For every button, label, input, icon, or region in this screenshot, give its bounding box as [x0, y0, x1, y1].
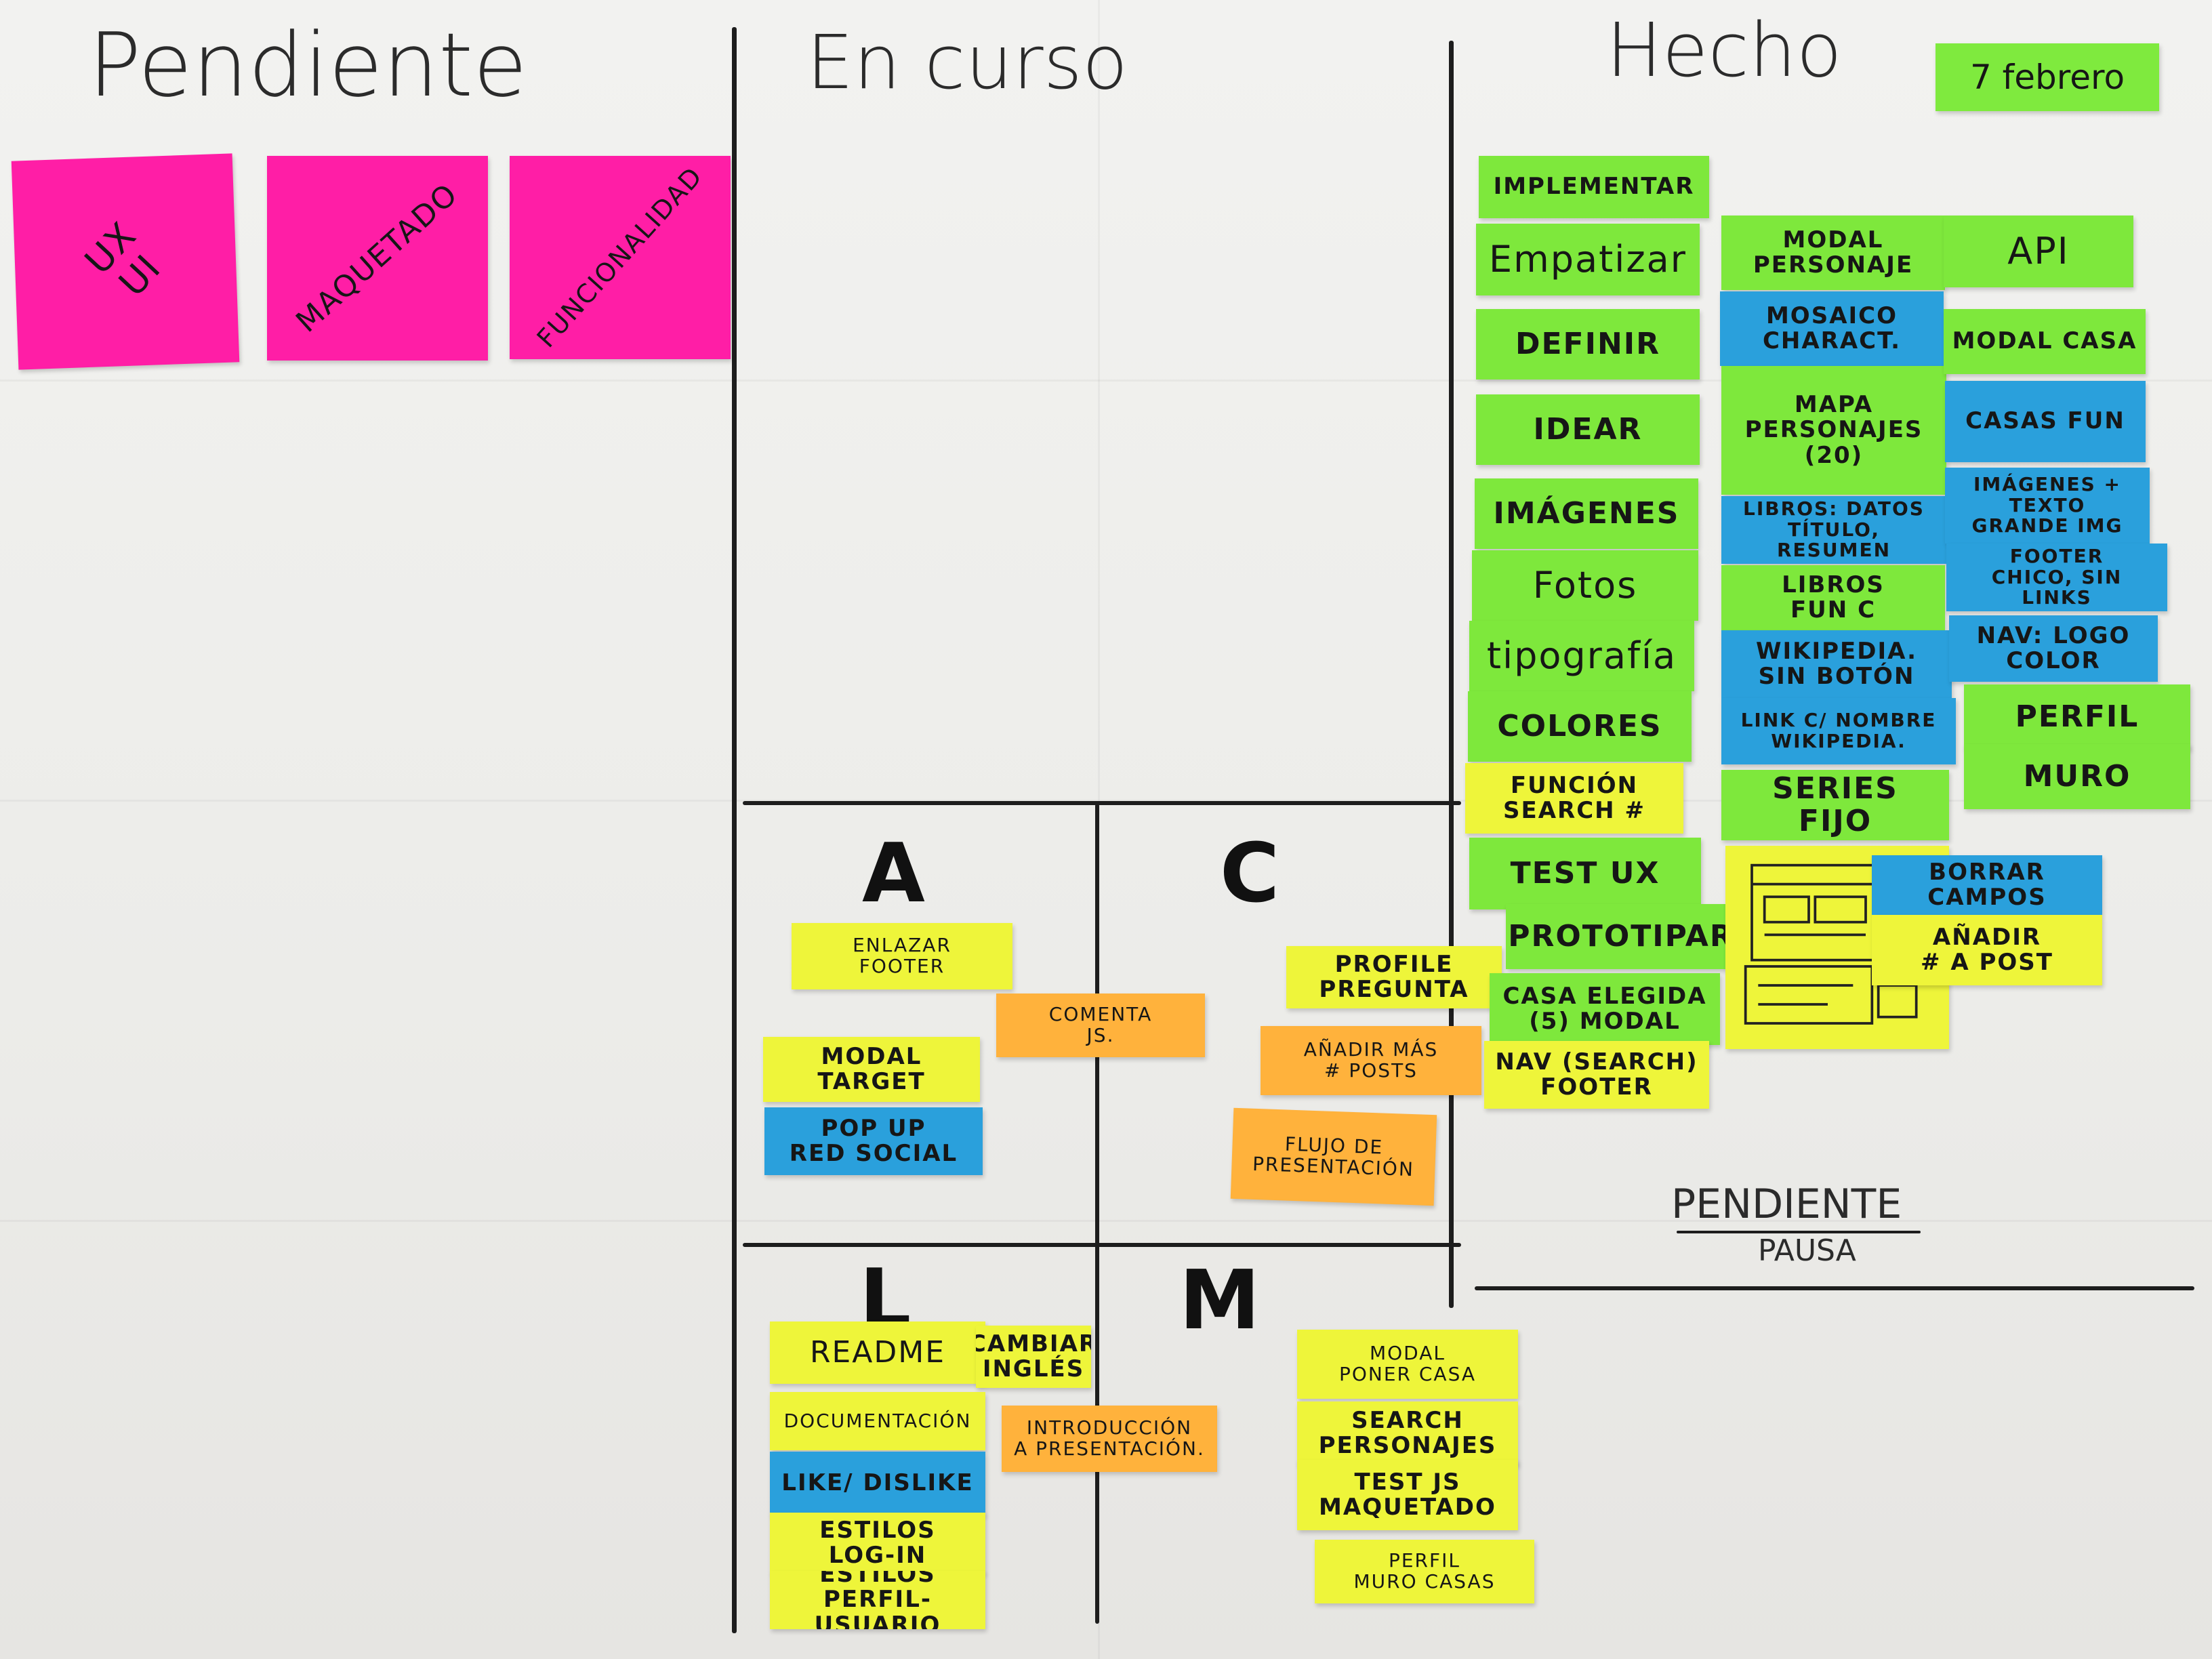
done-note: SERIES FIJO [1721, 770, 1949, 840]
done-note: Empatizar [1476, 224, 1700, 295]
done-note: MAPA PERSONAJES (20) [1721, 366, 1946, 495]
done-note: MODAL CASA [1944, 309, 2146, 374]
pausa-underline [1677, 1231, 1921, 1233]
wireframe-sketch-icon [1744, 863, 1918, 1025]
task-note: INTRODUCCIÓN A PRESENTACIÓN. [1002, 1406, 1217, 1472]
task-note: AÑADIR MÁS # POSTS [1261, 1026, 1481, 1095]
done-note: PERFIL [1964, 684, 2190, 750]
pendiente-note-uxui: UX UI [11, 153, 240, 370]
done-note: DEFINIR [1476, 309, 1700, 380]
done-note: LIBROS FUN C [1721, 565, 1945, 630]
task-note: SEARCH PERSONAJES [1297, 1401, 1518, 1465]
done-note: CASA ELEGIDA (5) MODAL [1490, 973, 1720, 1045]
done-note: PROTOTIPAR [1506, 904, 1736, 969]
task-note: CAMBIAR INGLÉS [976, 1326, 1091, 1388]
done-note: FOOTER CHICO, SIN LINKS [1946, 544, 2167, 611]
done-note: IMPLEMENTAR [1479, 156, 1709, 218]
done-note: IMÁGENES [1475, 478, 1698, 549]
task-note: MODAL TARGET [763, 1037, 980, 1102]
task-note: TEST JS MAQUETADO [1297, 1460, 1518, 1530]
task-note: ENLAZAR FOOTER [792, 923, 1012, 989]
done-note: IDEAR [1476, 394, 1700, 465]
section-divider-vertical [1095, 804, 1099, 1624]
task-note: DOCUMENTACIÓN [770, 1392, 985, 1450]
section-divider-top [743, 801, 1461, 805]
done-note: tipografía [1469, 621, 1694, 691]
section-divider-middle [743, 1243, 1461, 1247]
column-divider-1 [732, 27, 737, 1633]
task-note: FLUJO DE PRESENTACIÓN [1230, 1107, 1437, 1206]
section-letter-a: A [862, 827, 925, 921]
column-title-en-curso: En curso [806, 19, 1128, 106]
done-note: NAV: LOGO COLOR [1949, 615, 2158, 682]
pausa-title: PENDIENTE [1671, 1181, 1902, 1228]
done-note: MODAL PERSONAJE [1721, 216, 1945, 290]
pendiente-note-funcionalidad: FUNCIONALIDAD [510, 156, 731, 359]
task-note: MODAL PONER CASA [1297, 1330, 1518, 1399]
note-text: FUNCIONALIDAD [531, 161, 709, 354]
done-note: IMÁGENES + TEXTO GRANDE IMG [1945, 468, 2150, 544]
column-title-hecho: Hecho [1606, 7, 1842, 94]
pausa-subtitle: PAUSA [1758, 1233, 1856, 1268]
column-title-pendiente: Pendiente [88, 14, 528, 117]
done-note: CASAS FUN [1945, 381, 2146, 462]
date-note: 7 febrero [1936, 43, 2159, 111]
pendiente-note-maquetado: MAQUETADO [267, 156, 488, 361]
done-note: LINK C/ NOMBRE WIKIPEDIA. [1721, 698, 1956, 764]
done-note: WIKIPEDIA. SIN BOTÓN [1721, 630, 1952, 698]
section-letter-c: C [1220, 827, 1280, 921]
done-note: API [1944, 216, 2133, 287]
done-note: TEST UX [1469, 838, 1701, 909]
task-note: ESTILOS PERFIL-USUARIO [770, 1571, 985, 1629]
note-text: MAQUETADO [289, 176, 465, 340]
done-note: AÑADIR # A POST [1872, 915, 2102, 985]
done-note: COLORES [1468, 691, 1692, 762]
done-note: LIBROS: DATOS TÍTULO, RESUMEN [1721, 496, 1946, 564]
done-note: FUNCIÓN SEARCH # [1465, 763, 1683, 834]
task-note: COMENTA JS. [996, 994, 1205, 1057]
done-note: Fotos [1472, 550, 1698, 621]
task-note: LIKE/ DISLIKE [770, 1452, 985, 1515]
task-note: README [770, 1322, 985, 1384]
pausa-divider [1475, 1286, 2194, 1290]
done-note: MOSAICO CHARACT. [1720, 291, 1944, 366]
task-note: POP UP RED SOCIAL [764, 1107, 983, 1175]
column-divider-2 [1449, 41, 1454, 1308]
task-note: PROFILE PREGUNTA [1286, 946, 1502, 1008]
done-note: NAV (SEARCH) FOOTER [1484, 1041, 1709, 1109]
note-text: UX UI [76, 213, 169, 305]
task-note: PERFIL MURO CASAS [1315, 1540, 1534, 1603]
section-letter-m: M [1179, 1254, 1261, 1348]
done-note: MURO [1964, 744, 2190, 809]
task-note: ESTILOS LOG-IN [770, 1513, 985, 1574]
done-note: BORRAR CAMPOS [1872, 855, 2102, 915]
